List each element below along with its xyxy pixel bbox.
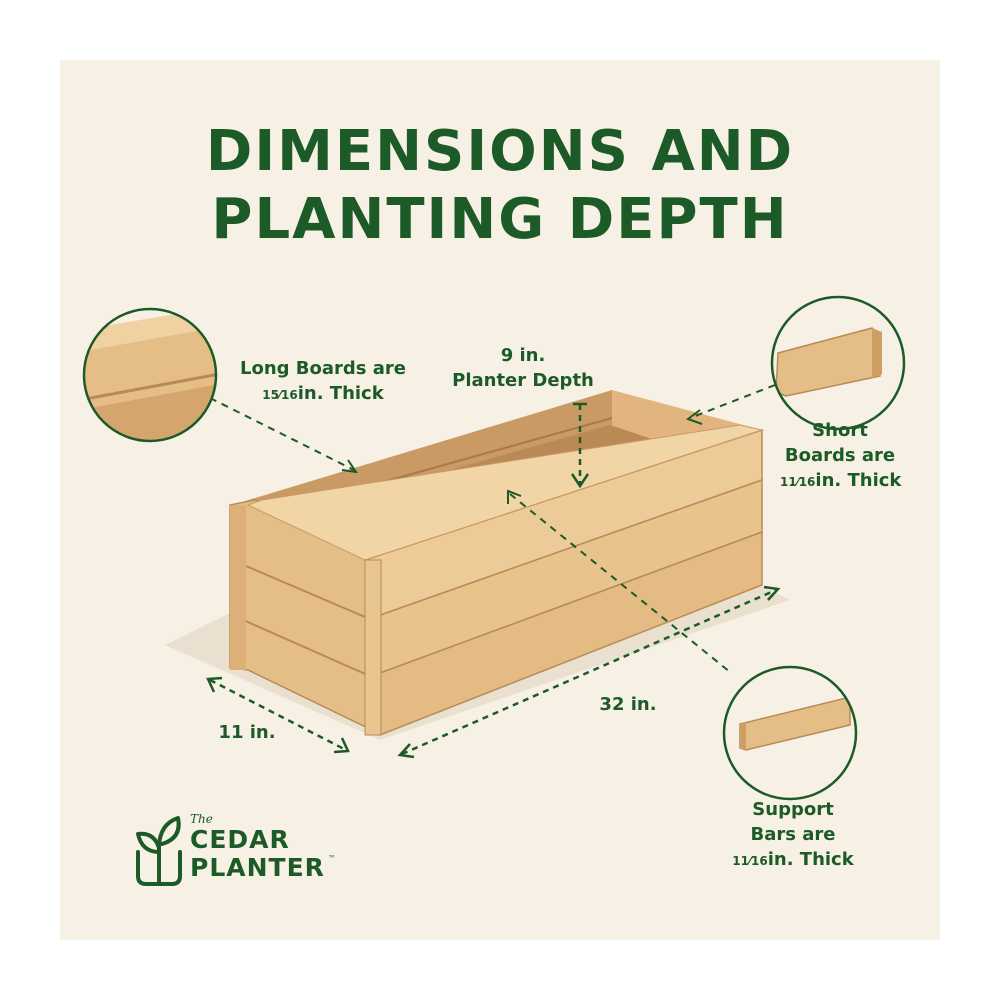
title-line-2: PLANTING DEPTH [211, 187, 789, 252]
depth-arrow [570, 402, 590, 489]
long-boards-detail-circle [82, 307, 218, 443]
length-arrow [397, 585, 781, 759]
long-boards-line-2: in. Thick [297, 383, 384, 404]
seedling-icon [136, 816, 182, 886]
short-boards-fraction: 11⁄16 [780, 475, 816, 489]
brand-logo: The CEDAR PLANTER ™ [132, 810, 352, 890]
short-boards-label: Short Boards are 11⁄16in. Thick [780, 418, 902, 495]
length-dimension-label: 32 in. [599, 694, 657, 715]
long-boards-label: Long Boards are 15⁄16in. Thick [238, 356, 408, 408]
left-end-post [230, 505, 246, 670]
support-bars-line-2: Bars are [750, 824, 836, 845]
support-bars-leader-arrowhead [507, 489, 522, 504]
depth-line-2: Planter Depth [452, 370, 594, 391]
logo-prefix: The [190, 812, 213, 826]
left-end-plank-line [231, 614, 373, 678]
logo-trademark: ™ [328, 854, 336, 863]
title-line-1: DIMENSIONS AND [205, 119, 795, 184]
support-bars-line-1: Support [752, 799, 834, 820]
short-boards-leader [689, 384, 776, 419]
support-bars-fraction: 11⁄16 [732, 854, 768, 868]
depth-line-1: 9 in. [500, 345, 546, 366]
left-end-plank-line [231, 559, 373, 621]
support-bars-leader [509, 493, 731, 673]
short-boards-line-2: Boards are [784, 445, 896, 466]
front-corner-post [364, 559, 382, 736]
logo-word-cedar: CEDAR [190, 825, 290, 854]
short-boards-line-1: Short [812, 420, 868, 441]
long-boards-fraction: 15⁄16 [262, 388, 298, 402]
width-dimension-label: 11 in. [218, 722, 276, 743]
short-boards-detail-circle [770, 295, 906, 431]
page-title: DIMENSIONS AND PLANTING DEPTH [60, 118, 940, 254]
front-board-rim [246, 424, 764, 561]
width-arrow [206, 676, 350, 754]
support-bars-line-3: in. Thick [767, 849, 854, 870]
support-bars-detail-circle [722, 665, 858, 801]
long-boards-leader [209, 397, 355, 471]
logo-word-planter: PLANTER [190, 853, 325, 882]
short-boards-line-3: in. Thick [815, 470, 902, 491]
long-boards-line-1: Long Boards are [239, 358, 406, 379]
depth-label: 9 in. Planter Depth [448, 343, 598, 393]
short-boards-leader-arrowhead [685, 409, 703, 425]
long-boards-leader-arrowhead [341, 459, 359, 474]
support-bars-label: Support Bars are 11⁄16in. Thick [728, 797, 858, 874]
